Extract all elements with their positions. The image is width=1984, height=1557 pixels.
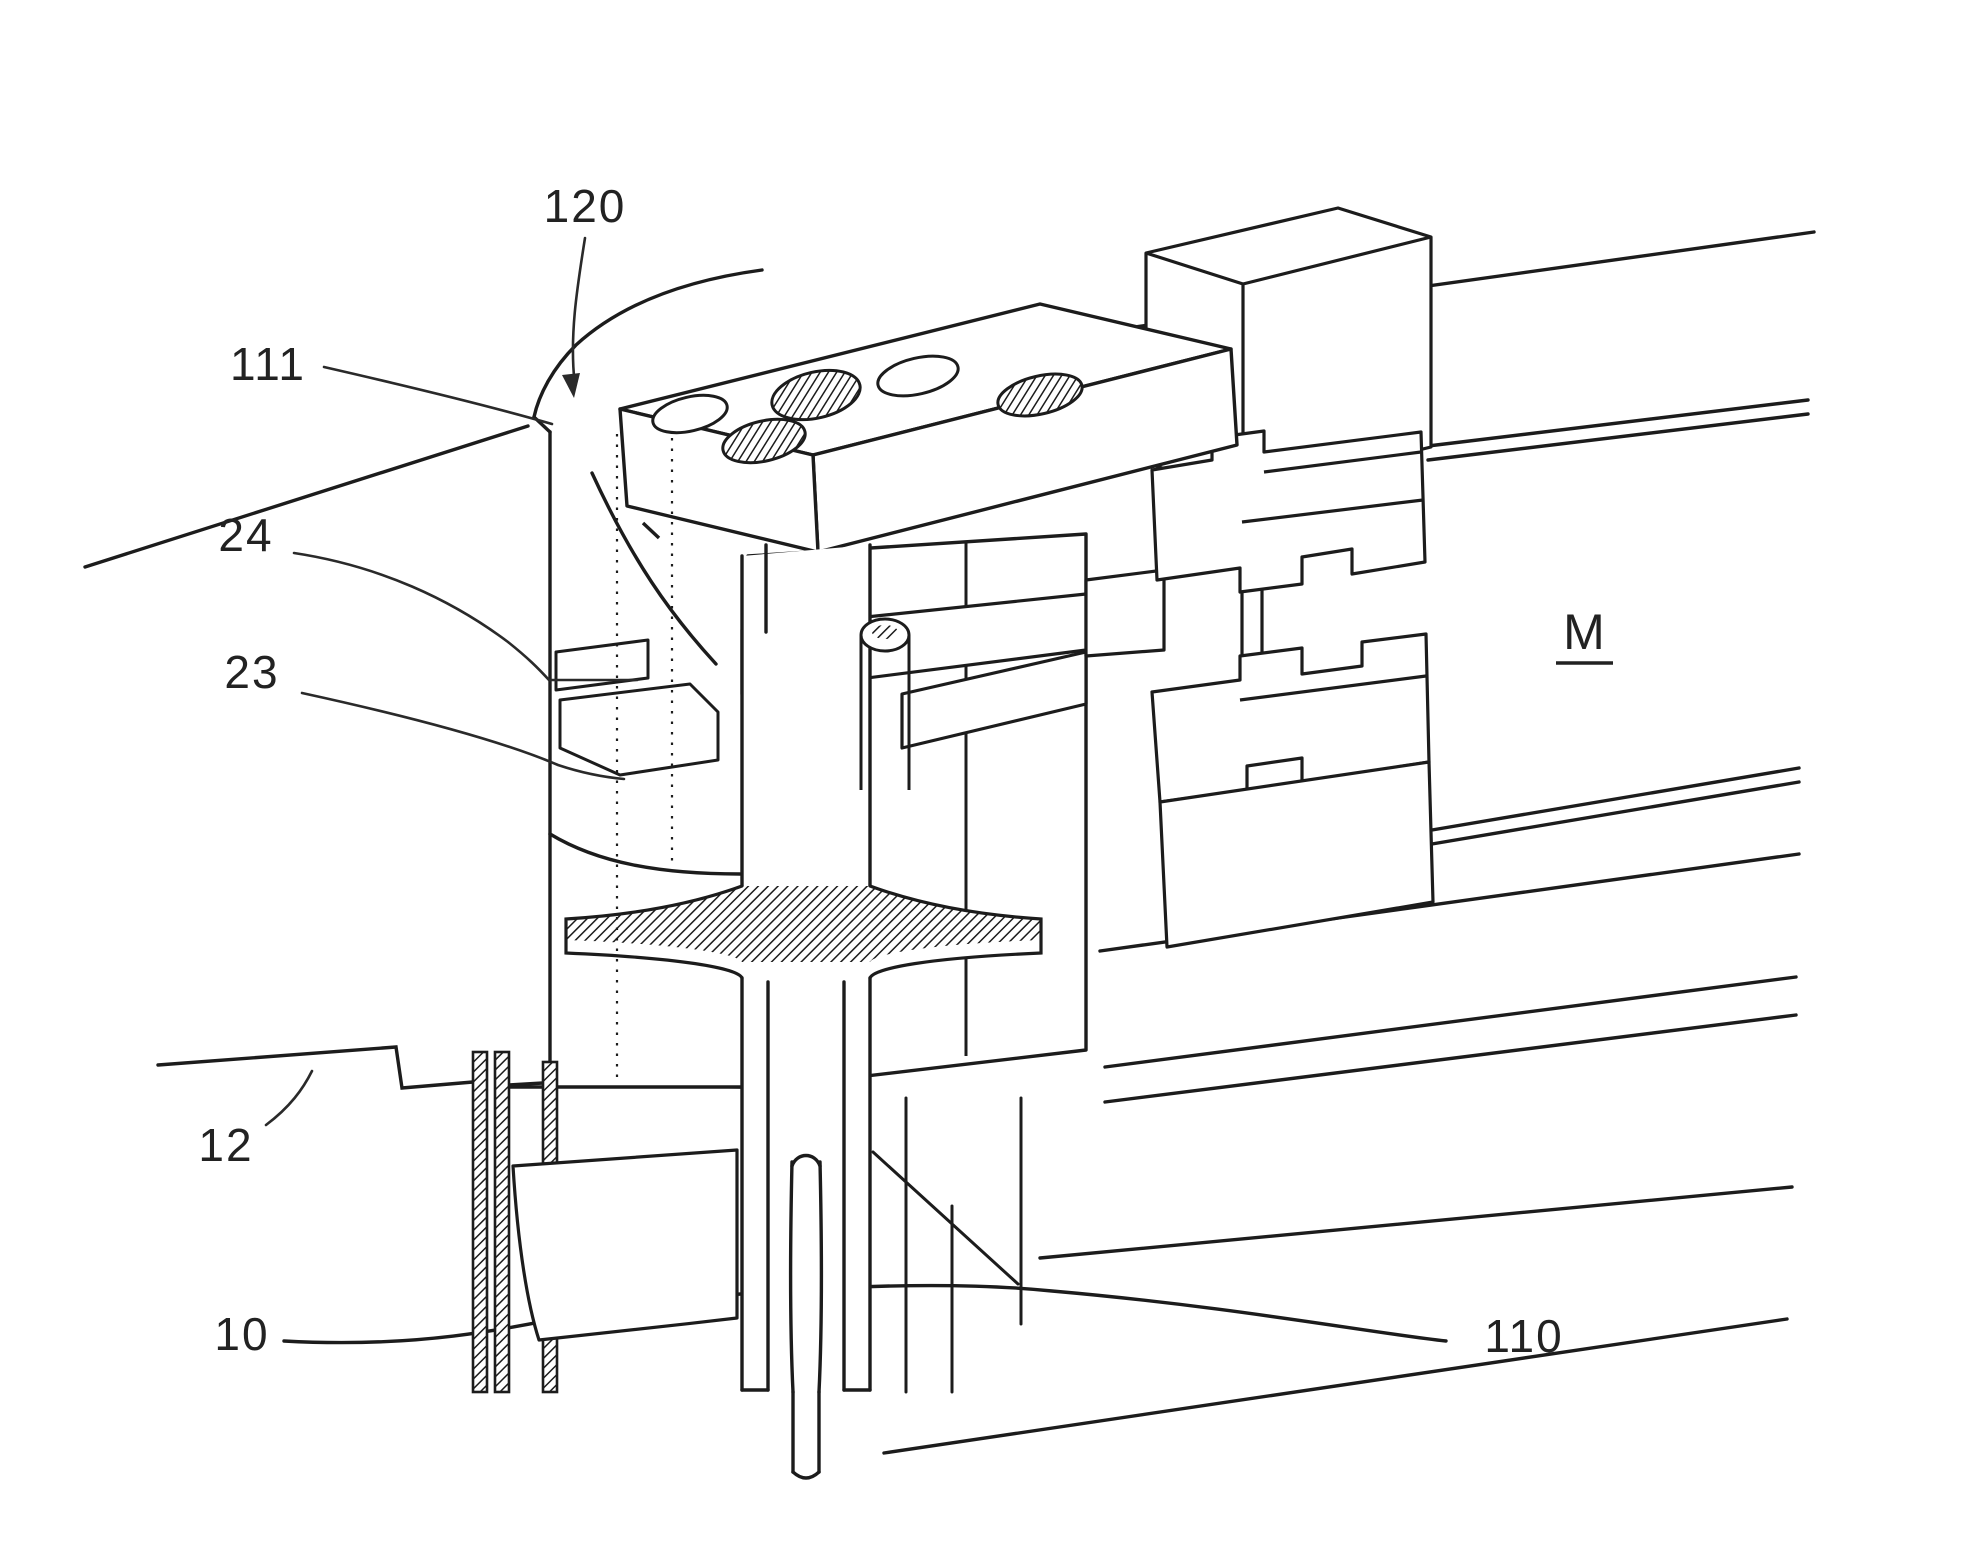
leader-24 [292, 551, 639, 682]
leader-23 [300, 691, 626, 781]
cross-arm-step [900, 650, 1088, 750]
lower-right-supports [871, 1096, 1023, 1394]
post-edges [859, 635, 911, 790]
clamp-base-block [1158, 760, 1435, 949]
lower-clamp-step [1239, 674, 1427, 702]
support-verticals [904, 1096, 1023, 1394]
leader-120 [571, 236, 587, 388]
collar-outer-arc [532, 268, 764, 419]
rail-pair-upper [1426, 398, 1810, 462]
bolt-head-hatched [996, 372, 1084, 418]
bed-lower-right-edge [1038, 1185, 1794, 1260]
ref-label-12: 12 [198, 1119, 253, 1171]
leader-111 [322, 365, 554, 426]
right-clamp-assembly [1144, 206, 1435, 949]
ref-label-111: 111 [230, 338, 306, 390]
ref-label-M: M [1563, 604, 1605, 660]
vertical-rail-hatched [471, 1050, 489, 1394]
bolt-hole-plain [651, 393, 729, 435]
ref-label-120: 120 [544, 180, 627, 232]
flange-right-outline [868, 884, 1043, 980]
collar-inner-lower-arc [548, 832, 742, 876]
rail-pair-lower [1103, 975, 1798, 1104]
support-brace [871, 1150, 1020, 1286]
upper-clamp-steps [1241, 450, 1424, 524]
lower-left-structure [471, 1050, 739, 1394]
leg-inner-edges [766, 980, 846, 1392]
rail-pair-middle [1424, 766, 1801, 847]
collar-bore-arc [590, 471, 718, 666]
bolt-hole-plain [876, 354, 960, 398]
slab-tick [641, 521, 661, 540]
bolt-head-hatched [770, 368, 862, 422]
bed-top-left-edge [83, 424, 530, 569]
ref-label-110: 110 [1484, 1310, 1563, 1362]
domed-post [859, 617, 911, 790]
flange-hatch-band [566, 886, 1041, 962]
inner-rod-top-arc [790, 1153, 822, 1168]
ref-label-24: 24 [218, 509, 273, 561]
vertical-rail-hatched [493, 1050, 511, 1394]
inner-rod-lower [791, 1390, 821, 1474]
leader-lines [264, 236, 639, 1127]
leader-12 [264, 1069, 314, 1127]
ref-label-23: 23 [224, 646, 279, 698]
flange-left-outline [564, 884, 744, 980]
bed-bottom-right-edge [882, 1317, 1789, 1455]
arrowhead-120 [562, 373, 580, 398]
lower-clamp [1150, 632, 1431, 804]
dome-hatch [872, 625, 898, 639]
reference-labels: 120 111 24 23 12 10 110 M [198, 180, 1613, 1362]
lower-block [511, 1148, 739, 1342]
tube-upper-edges [740, 543, 872, 888]
bolt-head-hatched [721, 417, 807, 465]
central-shaft [564, 543, 1043, 1480]
ref-label-10: 10 [214, 1308, 269, 1360]
leg-outer-edges [740, 976, 872, 1392]
bolt-holes [651, 354, 1084, 465]
top-slab [618, 302, 1239, 554]
clamp-piece-23 [558, 682, 720, 777]
bracket-block [1084, 568, 1166, 658]
inner-rod-edges [788, 1160, 824, 1394]
inner-rod-bottom-arc [791, 1470, 821, 1480]
